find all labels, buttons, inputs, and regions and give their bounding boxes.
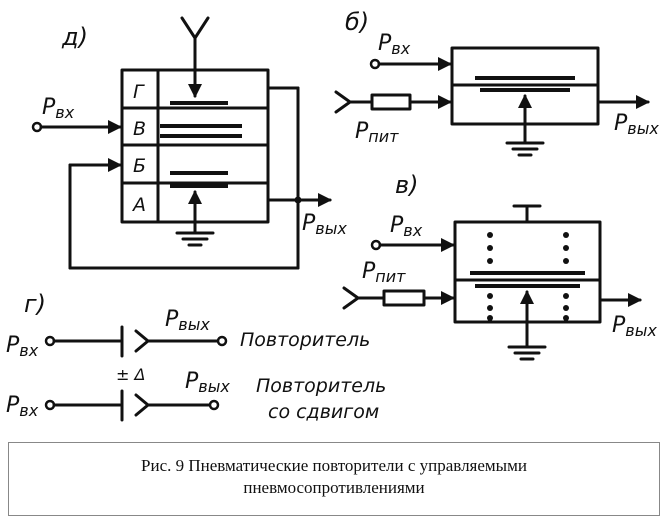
panel-v-label: в) — [395, 171, 419, 199]
arrow-right-icon — [628, 293, 642, 307]
p-sup-label: Рпит — [362, 259, 406, 286]
p-out-label: Рвых — [165, 307, 210, 334]
shift-label: ± Δ — [116, 365, 145, 384]
pneumatic-resistor — [382, 289, 426, 307]
junction-dot — [294, 196, 302, 204]
repeater-legend: Повторитель — [240, 329, 370, 351]
figure-caption: Рис. 9 Пневматические повторители с упра… — [8, 442, 660, 516]
arrow-right-icon — [108, 158, 122, 172]
arrow-right-icon — [318, 193, 332, 207]
output-port — [216, 335, 228, 347]
repeater-chevron — [134, 393, 150, 417]
panel-g: г) Рвх Рвых Повторитель ± Δ Рвх Рвых Пов… — [6, 290, 386, 423]
panel-d-label: д) — [61, 23, 88, 51]
p-in-label: Рвх — [390, 213, 423, 240]
chamber-v-label: В — [133, 118, 146, 140]
p-in-label: Рвх — [42, 95, 75, 122]
repeater-shift-legend-line2: со сдвигом — [268, 401, 379, 423]
chamber-a-label: А — [131, 194, 146, 216]
p-in-label: Рвх — [378, 31, 411, 58]
chamber-b-label: Б — [133, 155, 146, 177]
chamber-g-label: Г — [133, 81, 145, 103]
panel-b-label: б) — [345, 8, 369, 36]
arrow-up-icon — [520, 290, 534, 304]
supply-inlet-symbol — [342, 286, 360, 310]
panel-d: д) Г В Б А Рвх — [31, 16, 347, 270]
p-out-label: Рвых — [614, 111, 659, 138]
output-port — [208, 399, 220, 411]
spring-dots — [487, 232, 569, 321]
p-out-label: Рвых — [612, 313, 657, 340]
p-in-label: Рвх — [6, 393, 39, 420]
p-in-label: Рвх — [6, 333, 39, 360]
supply-inlet-symbol — [334, 90, 352, 114]
p-out-label: Рвых — [185, 369, 230, 396]
arrow-right-icon — [441, 238, 455, 252]
panel-g-label: г) — [24, 290, 46, 318]
arrow-right-icon — [438, 95, 452, 109]
pneumatic-resistor — [370, 93, 412, 111]
arrow-right-icon — [108, 120, 122, 134]
panel-v: в) Рвх Рпит Рвых — [342, 171, 657, 361]
repeater-chevron — [134, 329, 150, 353]
arrow-right-icon — [636, 95, 650, 109]
p-out-label: Рвых — [302, 211, 347, 238]
p-sup-label: Рпит — [355, 119, 399, 146]
arrow-up-icon — [518, 94, 532, 108]
caption-line-2: пневмосопротивлениями — [243, 478, 425, 497]
arrow-right-icon — [441, 291, 455, 305]
arrow-up-icon — [188, 190, 202, 204]
repeater-shift-legend-line1: Повторитель — [256, 375, 386, 397]
supply-inlet-symbol — [180, 16, 210, 40]
panel-b: б) Рвх Рпит Рвых — [334, 8, 659, 157]
arrow-down-icon — [188, 84, 202, 98]
caption-line-1: Рис. 9 Пневматические повторители с упра… — [141, 456, 527, 475]
arrow-right-icon — [438, 57, 452, 71]
